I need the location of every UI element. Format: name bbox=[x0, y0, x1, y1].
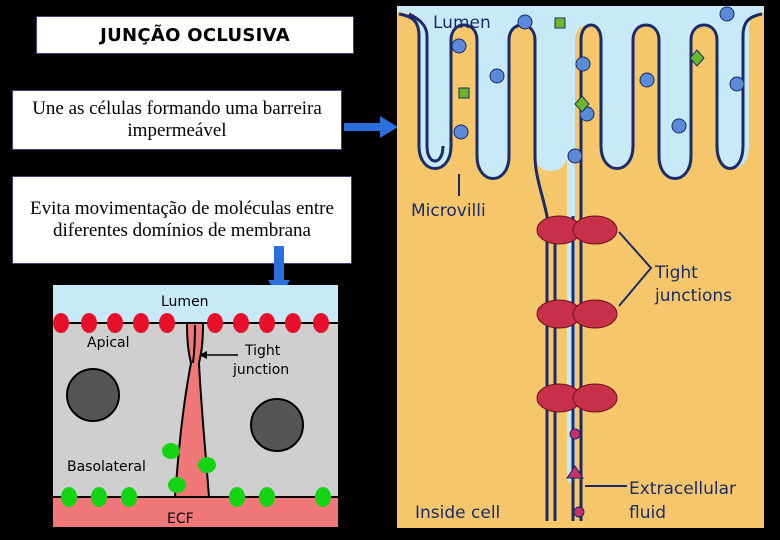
extracellular-label-1: Extracellular bbox=[629, 479, 736, 499]
nucleus-right bbox=[250, 398, 304, 452]
left-ecf-label: ECF bbox=[167, 511, 194, 527]
left-tight-label-1: Tight bbox=[244, 343, 281, 359]
apical-proteins bbox=[53, 313, 329, 333]
left-diagram: Lumen Apical Tight junction Basolateral … bbox=[53, 285, 338, 527]
tight-junctions-label-1: Tight bbox=[654, 263, 698, 283]
title-box: JUNÇÃO OCLUSIVA bbox=[36, 16, 354, 54]
left-lumen-label: Lumen bbox=[161, 294, 209, 310]
extracellular-label-2: fluid bbox=[629, 503, 666, 523]
description-box-movement: Evita movimentação de moléculas entre di… bbox=[12, 176, 352, 264]
description-barrier-text: Une as células formando uma barreira imp… bbox=[32, 98, 322, 141]
page-title: JUNÇÃO OCLUSIVA bbox=[100, 24, 290, 46]
inside-cell-label: Inside cell bbox=[415, 503, 500, 523]
description-box-barrier: Une as células formando uma barreira imp… bbox=[12, 90, 342, 150]
lumen-particles bbox=[451, 6, 745, 518]
left-apical-label: Apical bbox=[87, 335, 130, 351]
right-diagram: Lumen Microvilli Tight junctions Extrace… bbox=[397, 6, 764, 528]
basolateral-proteins bbox=[61, 443, 331, 507]
left-tight-label-2: junction bbox=[232, 362, 289, 378]
microvilli-label: Microvilli bbox=[411, 201, 486, 221]
arrow-to-right-diagram bbox=[344, 116, 398, 138]
tight-junctions-label-2: junctions bbox=[654, 286, 732, 306]
left-basolateral-label: Basolateral bbox=[67, 459, 146, 475]
right-lumen-label: Lumen bbox=[433, 13, 491, 33]
description-movement-text: Evita movimentação de moléculas entre di… bbox=[30, 198, 334, 241]
membrane-outline bbox=[398, 12, 763, 521]
tight-junction-proteins bbox=[536, 215, 618, 413]
nucleus-left bbox=[66, 368, 120, 422]
